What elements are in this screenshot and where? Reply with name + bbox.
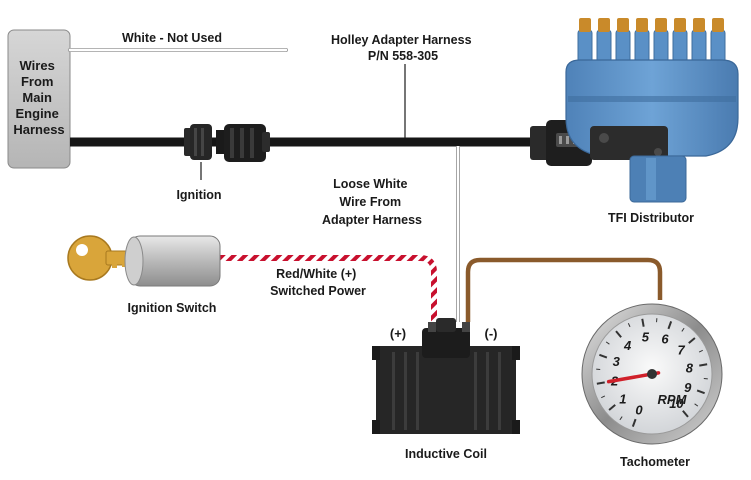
tach-tick [699,363,708,367]
tach-tick [681,327,685,332]
switched-power-label: Red/White (+) Switched Power [270,267,366,298]
tach-number: 9 [684,380,692,395]
tach-number: 6 [661,331,669,346]
white-not-used-label: White - Not Used [122,31,222,45]
tach-tick [615,330,622,338]
tach-number: 5 [642,330,650,345]
tach-tick [694,403,699,407]
ignition-connector [184,124,270,162]
loose-wire-label: Loose White Wire From Adapter Harness [322,177,422,227]
tach-tick [682,410,689,418]
tach-number: 0 [635,403,643,418]
tach-number: 4 [623,338,632,353]
tach-unit-label: RPM [658,392,688,407]
tach-tick [601,395,606,399]
tach-ticks [596,318,708,427]
tach-tick [608,404,616,411]
coil-fins [392,352,501,430]
tach-tick [627,323,631,328]
tach-tick [599,353,608,359]
tfi-distributor-label: TFI Distributor [608,211,694,225]
tach-tick [605,341,610,345]
tach-number: 7 [677,343,685,358]
ignition-switch-label: Ignition Switch [128,301,217,315]
ignition-label: Ignition [176,188,221,202]
tach-tick [641,318,645,327]
tach-tick [619,416,623,421]
tach-number: 8 [686,360,694,375]
key-icon [67,235,143,281]
inductive-coil-label: Inductive Coil [405,447,487,461]
ignition-switch [67,235,221,287]
tach-tick [696,389,705,395]
main-harness-label: Wires From Main Engine Harness [13,58,64,137]
tachometer: 012345678910 RPM [581,303,723,445]
tach-number: 10 [669,396,684,411]
coil-negative-label: (-) [485,326,498,341]
tfi-distributor [565,18,739,203]
tach-tick [631,418,637,427]
switched-power-wire [216,255,437,330]
coil-positive-label: (+) [390,326,406,341]
adapter-harness-label: Holley Adapter Harness P/N 558-305 [331,33,475,63]
tach-number: 1 [619,391,626,406]
tachometer-label: Tachometer [620,455,690,469]
tach-signal-wire [465,257,663,322]
tach-tick [667,321,673,330]
tach-number: 3 [613,354,621,369]
tach-tick [596,381,605,385]
inductive-coil [372,318,520,434]
tach-tick [688,337,696,344]
tach-tick [698,349,703,353]
main-harness-box: Wires From Main Engine Harness [7,29,71,169]
